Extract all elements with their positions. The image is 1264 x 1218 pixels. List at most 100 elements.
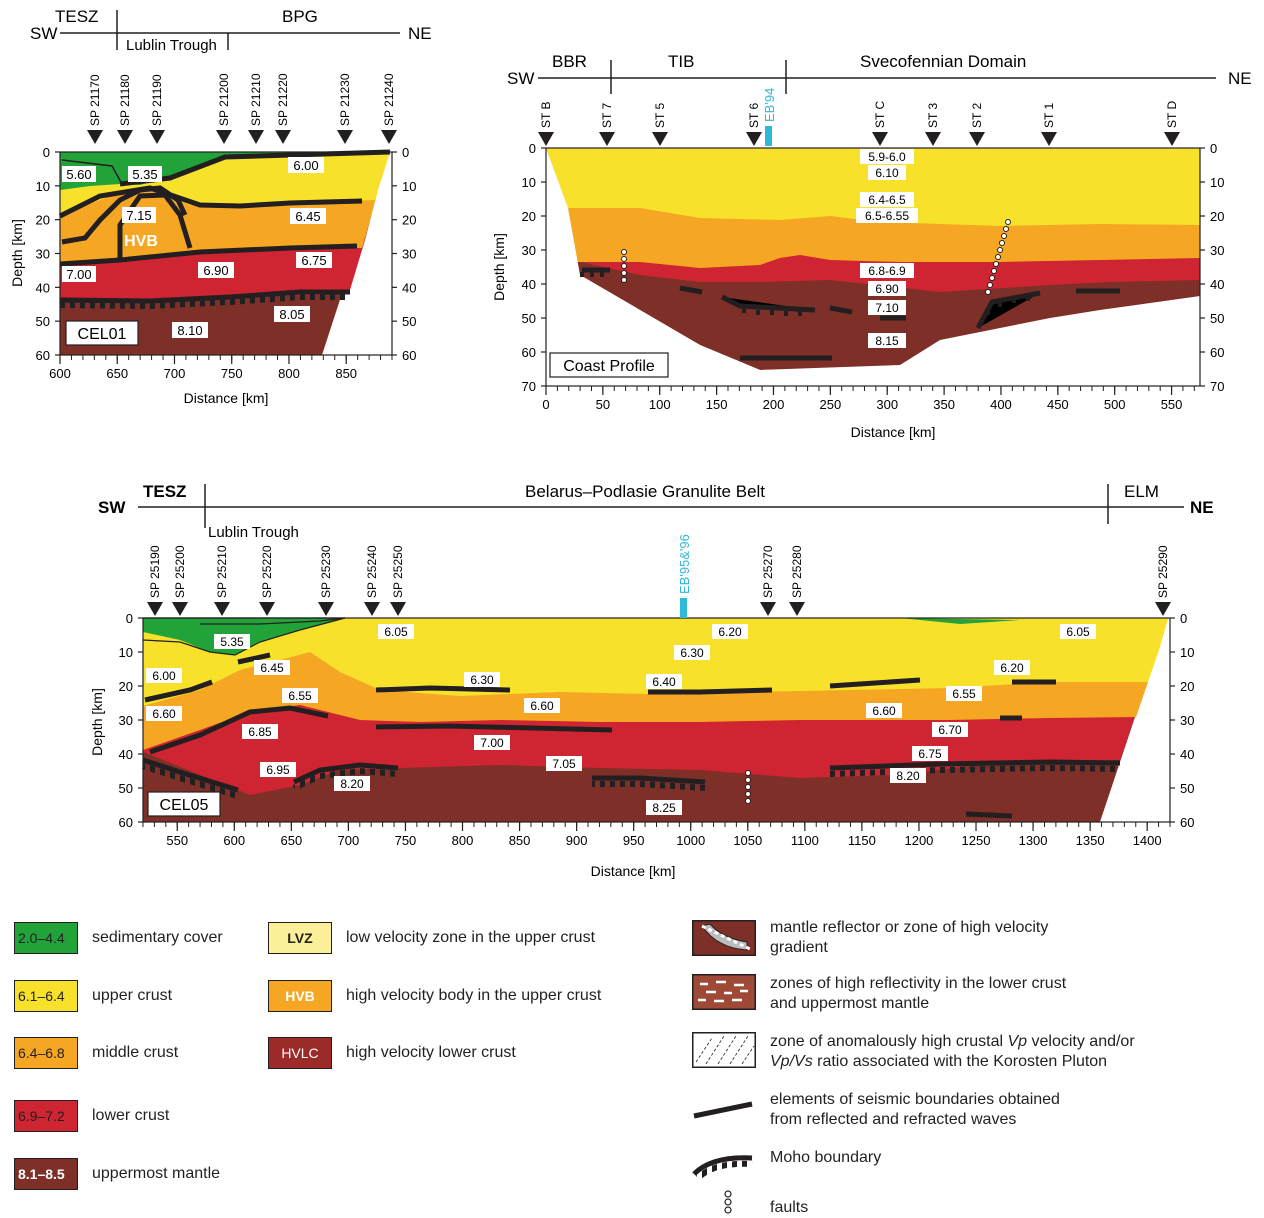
svg-text:5.9-6.0: 5.9-6.0 [868,150,906,164]
y-tick-label: 30 [522,243,536,258]
shotpoint-marker [390,602,406,616]
swatch-hvlc: HVLC [268,1037,332,1069]
cel05-ne-label: NE [1190,498,1214,517]
vel-label: 6.95 [260,762,296,777]
shotpoint-label: SP 21240 [382,73,396,126]
svg-text:6.55: 6.55 [288,689,312,703]
shotpoint-marker [318,602,334,616]
shotpoint-label: SP 21190 [150,74,164,126]
legend-label: elements of seismic boundaries obtained [770,1091,1060,1108]
x-tick-label: 800 [278,366,300,381]
y-tick-label: 10 [119,645,133,660]
vel-label: 6.45 [290,208,326,224]
y-tick-label: 30 [1180,713,1194,728]
y-tick-label: 0 [126,611,133,626]
vel-label: 6.60 [866,703,902,718]
shotpoint-marker [117,130,133,144]
vel-label: 5.35 [128,166,162,182]
cel01-y-axis-label: Depth [km] [9,219,25,287]
cel05-profile-name: CEL05 [160,797,209,814]
x-tick-label: 800 [452,833,474,848]
y-tick-label: 70 [522,379,536,394]
x-tick-label: 600 [49,366,71,381]
x-tick-label: 850 [509,833,531,848]
shotpoint-marker [1164,132,1180,146]
vel-label: 7.15 [122,207,156,223]
shotpoint-marker [872,132,888,146]
legend-label: mantle reflector or zone of high velocit… [770,919,1049,936]
legend-label: low velocity zone in the upper crust [346,929,596,946]
svg-text:6.40: 6.40 [652,675,676,689]
coast-panel: SW NE BBR TIB Svecofennian Domain [491,52,1252,440]
vel-label: 6.55 [282,688,318,703]
coast-zone-tib: TIB [668,52,694,71]
shotpoint-marker [1155,602,1171,616]
vel-label: 6.90 [868,281,906,296]
x-tick-label: 1050 [733,833,762,848]
shotpoint-label: ST 1 [1042,103,1056,128]
shotpoint-label: ST 3 [926,103,940,128]
vel-label: 7.00 [62,266,96,282]
shotpoint-label: SP 21220 [276,73,290,126]
x-tick-label: 250 [819,397,841,412]
x-tick-label: 750 [221,366,243,381]
legend-vpvs: Vp/Vs [770,1053,813,1070]
shotpoint-marker [652,132,668,146]
cel05-zone-elm: ELM [1124,482,1159,501]
x-tick-label: 1400 [1133,833,1162,848]
y-tick-label: 10 [402,179,416,194]
y-tick-label: 0 [529,141,536,156]
x-tick-label: 850 [335,366,357,381]
x-tick-label: 950 [623,833,645,848]
swatch-mantle: 8.1–8.5 [14,1158,78,1190]
shotpoint-label: ST B [539,102,553,128]
coast-x-axis-label: Distance [km] [851,424,936,440]
x-tick-label: 550 [1161,397,1183,412]
legend-label: zones of high reflectivity in the lower … [770,975,1067,992]
x-tick-label: 150 [706,397,728,412]
shotpoint-label: SP 25230 [319,545,333,598]
legend-label: lower crust [92,1107,170,1124]
y-tick-label: 60 [1210,345,1224,360]
vel-label: 6.30 [464,672,500,687]
legend-label: zone of anomalously high crustal [770,1033,1008,1050]
svg-text:7.10: 7.10 [875,301,899,315]
y-tick-label: 40 [119,747,133,762]
shotpoint-label: SP 25240 [365,545,379,598]
x-tick-label: 650 [280,833,302,848]
svg-text:6.20: 6.20 [1000,661,1024,675]
x-tick-label: 700 [164,366,186,381]
legend-label: uppermost mantle [92,1165,221,1182]
coast-header: SW NE BBR TIB Svecofennian Domain [507,52,1252,94]
svg-text:6.95: 6.95 [266,763,290,777]
legend-label: high velocity body in the upper crust [346,987,602,1004]
cel01-profile-name-box: CEL01 [65,320,139,346]
coast-eb-label: EB'94 [762,88,777,122]
cel05-eb-marker: EB'95&'96 [677,534,692,618]
x-tick-label: 350 [933,397,955,412]
svg-text:6.10: 6.10 [875,166,899,180]
y-tick-label: 10 [1210,175,1224,190]
shotpoint-label: SP 21180 [118,74,132,126]
svg-text:6.05: 6.05 [1066,625,1090,639]
vel-label: 8.20 [334,776,370,791]
y-tick-label: 0 [402,145,409,160]
legend-lvz: LVZ low velocity zone in the upper crust [268,922,595,954]
svg-text:5.60: 5.60 [66,167,91,182]
y-tick-label: 70 [1210,379,1224,394]
cel01-ne-label: NE [408,24,432,43]
y-tick-label: 10 [36,179,50,194]
coast-eb-marker: EB'94 [762,88,777,146]
coast-sw-label: SW [507,69,534,88]
vel-label: 8.15 [868,333,906,348]
x-tick-label: 1200 [904,833,933,848]
vel-label: 7.00 [474,735,510,750]
cel01-header: SW NE TESZ BPG Lublin Trough [30,7,432,54]
cel01-zone-tesz: TESZ [55,7,98,26]
